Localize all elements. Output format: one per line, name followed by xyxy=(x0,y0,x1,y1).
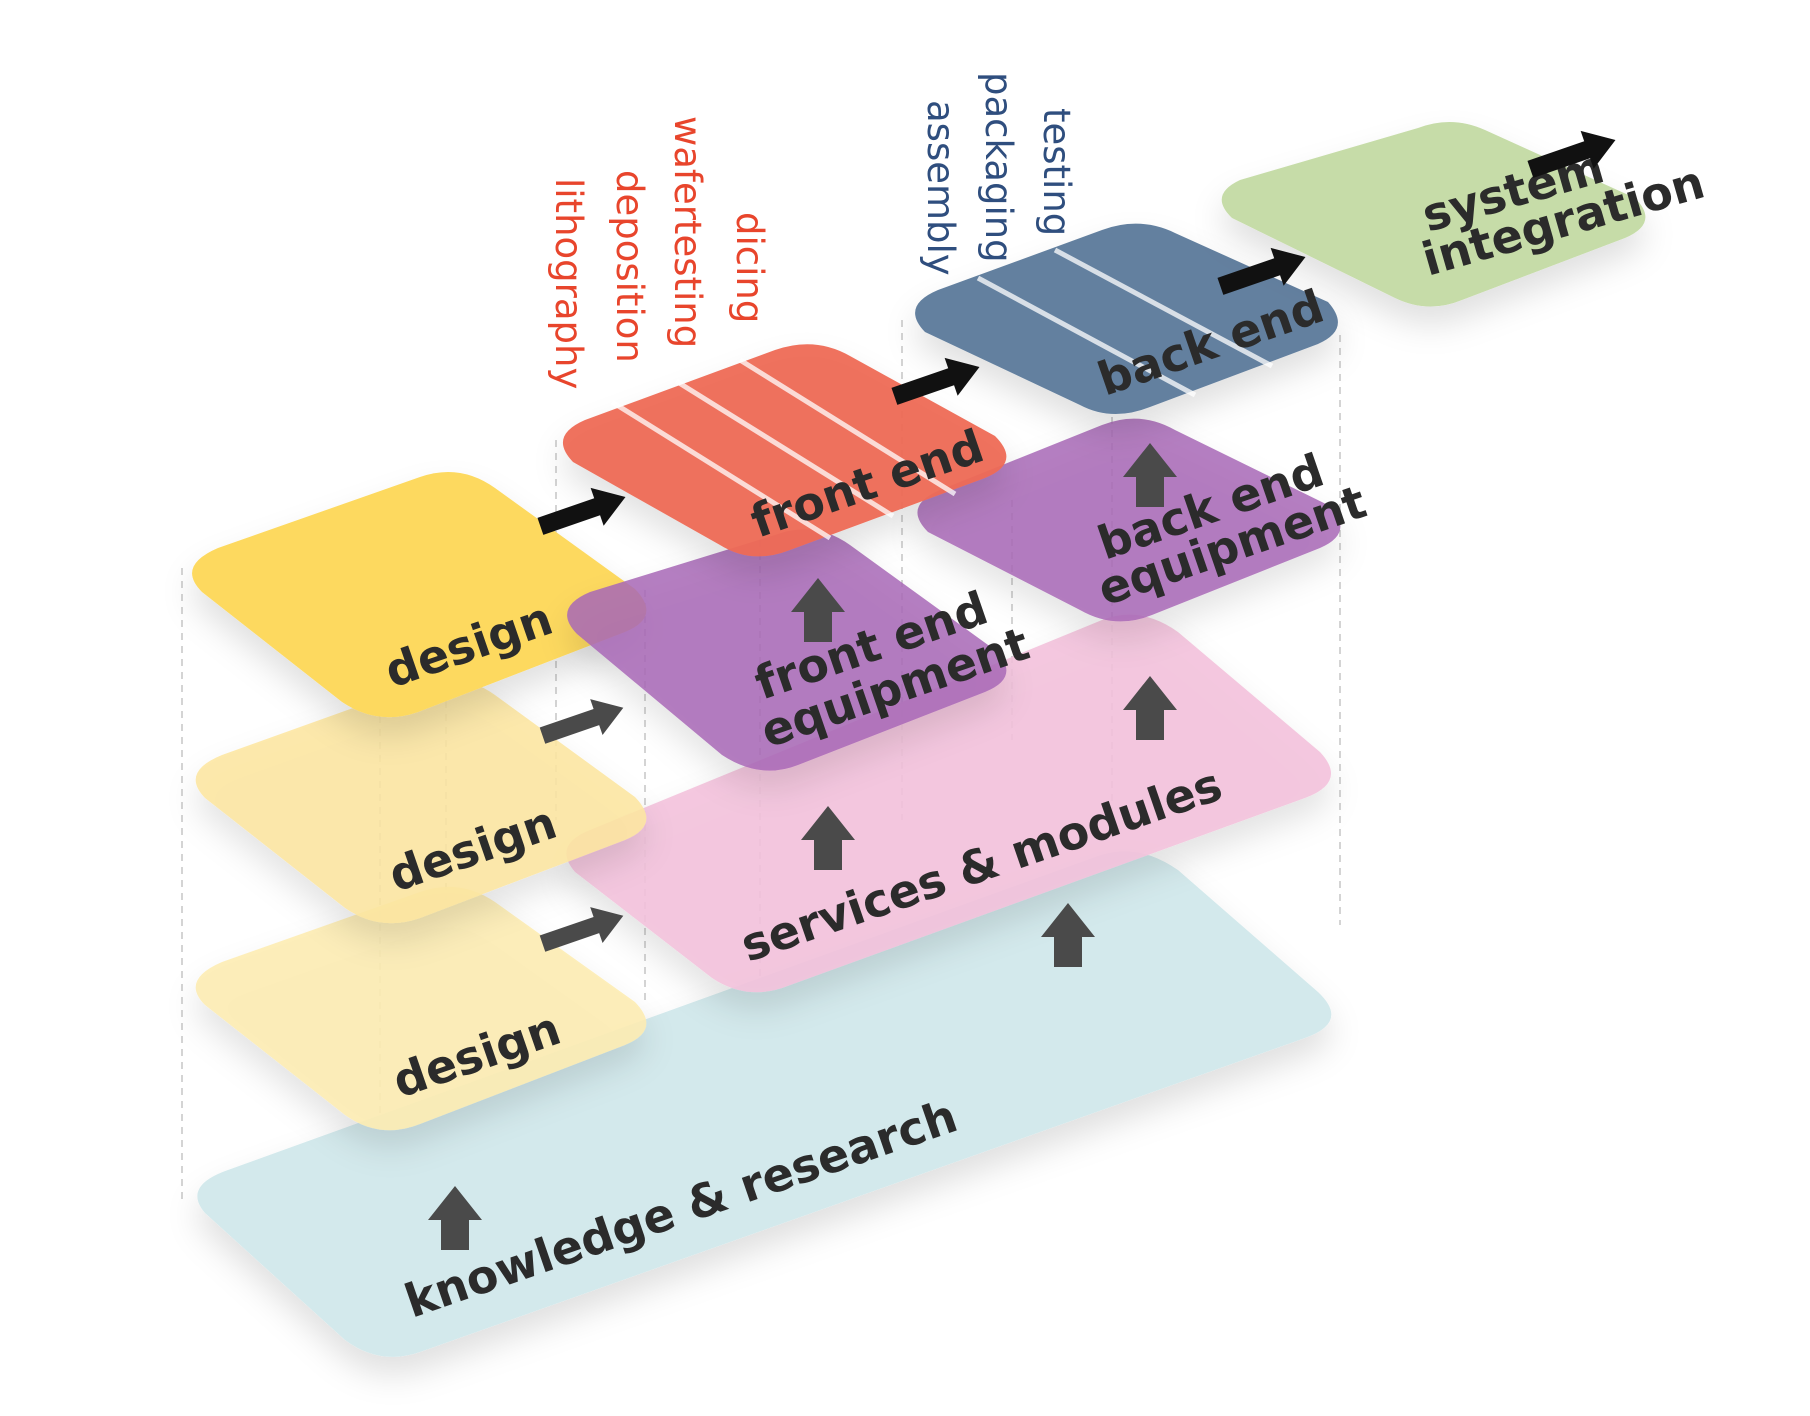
design-middle-plate xyxy=(195,678,647,924)
back-end-step-testing: testing xyxy=(1035,108,1078,236)
front-end-dividers xyxy=(610,357,957,541)
back-end-dividers xyxy=(976,247,1274,398)
back-end-step-packaging: packaging xyxy=(977,72,1020,263)
front-equipment-plate xyxy=(567,529,1007,771)
layer-design-top: design xyxy=(192,471,647,718)
knowledge-plate xyxy=(197,851,1332,1357)
layer-design-bottom: design xyxy=(195,886,647,1131)
front-end-step-wafertesting: wafertesting xyxy=(666,116,709,348)
design-top-plate xyxy=(192,471,647,718)
back-end-plate xyxy=(915,223,1338,415)
layer-design-middle: design xyxy=(195,678,647,924)
back-end-steps: assembly packaging testing xyxy=(919,72,1078,276)
back-equipment-plate xyxy=(917,418,1341,622)
design-bottom-plate xyxy=(195,886,647,1131)
front-end-step-lithography: lithography xyxy=(547,178,590,389)
layer-front-end-equipment: front end equipment xyxy=(567,529,1036,771)
front-end-step-deposition: deposition xyxy=(608,170,651,363)
front-end-steps: lithography deposition wafertesting dici… xyxy=(547,116,771,389)
front-end-step-dicing: dicing xyxy=(728,212,771,323)
layer-system-integration: system integration xyxy=(1221,121,1710,307)
back-end-step-assembly: assembly xyxy=(919,100,962,276)
